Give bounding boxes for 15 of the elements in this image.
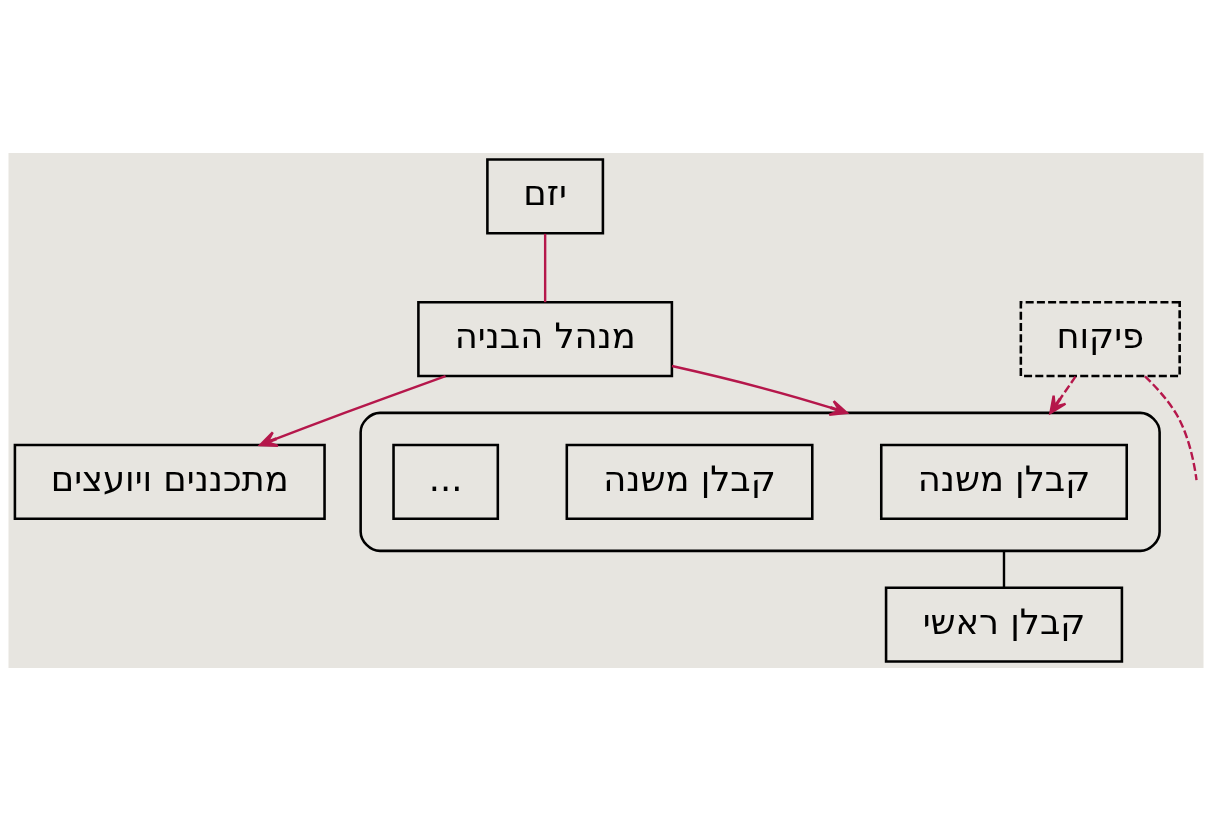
- node-box: קבלן משנה: [565, 443, 814, 520]
- cluster: [359, 411, 1161, 552]
- node-box: מתכננים ויועצים: [13, 443, 326, 520]
- node-box: קבלן ראשי: [884, 586, 1124, 663]
- connector: [1002, 550, 1006, 588]
- node-box: מנהל הבניה: [417, 300, 674, 377]
- node-box: יזם: [486, 157, 605, 234]
- arrow: [671, 364, 848, 416]
- connector: [1144, 375, 1198, 480]
- node-box: פיקוח: [1019, 300, 1181, 377]
- arrow: [259, 374, 446, 447]
- node-box: קבלן משנה: [879, 443, 1128, 520]
- node-box: ...: [392, 443, 500, 520]
- connector: [543, 233, 547, 302]
- arrow: [1049, 375, 1077, 414]
